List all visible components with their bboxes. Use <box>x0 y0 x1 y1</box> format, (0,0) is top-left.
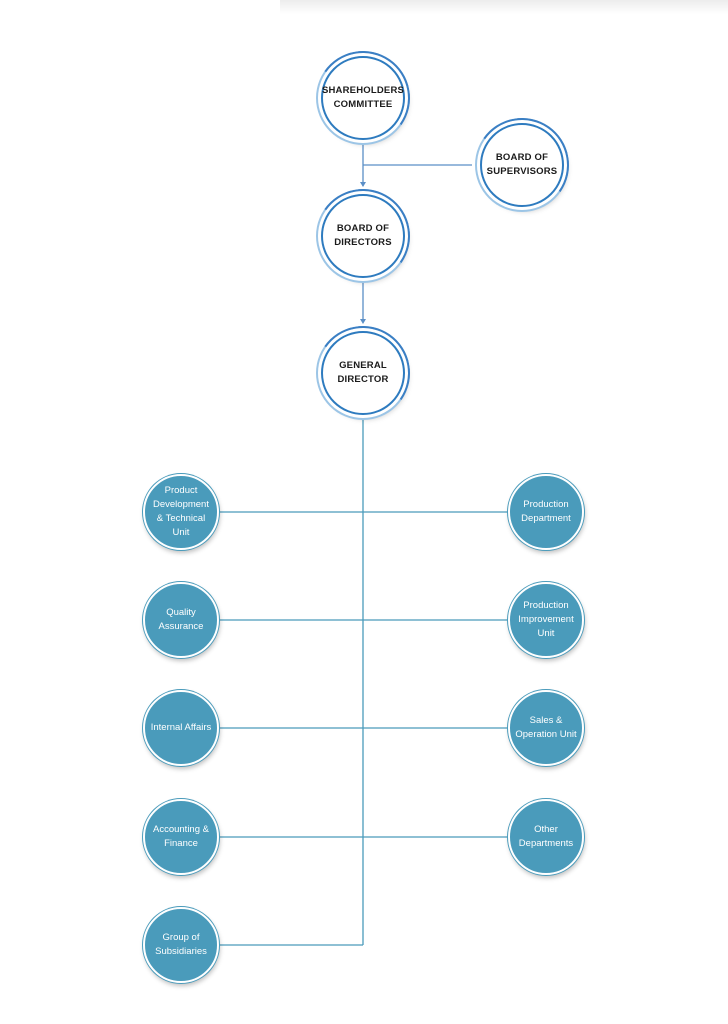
general-director-node: GENERAL DIRECTOR <box>321 331 405 415</box>
dept-label-quality-assurance: Quality Assurance <box>158 607 204 632</box>
dept-label-other-departments: Other Departments <box>518 824 574 849</box>
top-shadow <box>280 0 728 14</box>
general-director-label: GENERAL DIRECTOR <box>337 360 389 385</box>
dept-node-production-improvement: Production Improvement Unit <box>508 582 584 658</box>
dept-node-internal-affairs: Internal Affairs <box>143 690 219 766</box>
dept-label-accounting-finance: Accounting & Finance <box>153 824 209 849</box>
board-of-supervisors-node: BOARD OF SUPERVISORS <box>480 123 564 207</box>
dept-node-product-development: Product Development & Technical Unit <box>143 474 219 550</box>
board-of-supervisors-label: BOARD OF SUPERVISORS <box>486 152 558 177</box>
board-of-directors-label: BOARD OF DIRECTORS <box>334 223 392 248</box>
dept-label-production-improvement: Production Improvement Unit <box>518 600 574 639</box>
dept-label-product-development: Product Development & Technical Unit <box>153 485 209 538</box>
arrowhead-directors <box>360 182 366 187</box>
dept-node-accounting-finance: Accounting & Finance <box>143 799 219 875</box>
dept-label-production-department: Production Department <box>521 499 571 524</box>
dept-node-production-department: Production Department <box>508 474 584 550</box>
arrowhead-general <box>360 319 366 324</box>
dept-node-quality-assurance: Quality Assurance <box>143 582 219 658</box>
dept-node-other-departments: Other Departments <box>508 799 584 875</box>
dept-node-group-of-subsidiaries: Group of Subsidiaries <box>143 907 219 983</box>
dept-label-internal-affairs: Internal Affairs <box>150 722 212 733</box>
dept-label-group-of-subsidiaries: Group of Subsidiaries <box>155 932 207 957</box>
shareholders-committee-node: SHAREHOLDERS COMMITTEE <box>321 56 405 140</box>
dept-node-sales-operation: Sales & Operation Unit <box>508 690 584 766</box>
shareholders-committee-label: SHAREHOLDERS COMMITTEE <box>321 85 405 110</box>
dept-label-sales-operation: Sales & Operation Unit <box>515 715 577 740</box>
board-of-directors-node: BOARD OF DIRECTORS <box>321 194 405 278</box>
